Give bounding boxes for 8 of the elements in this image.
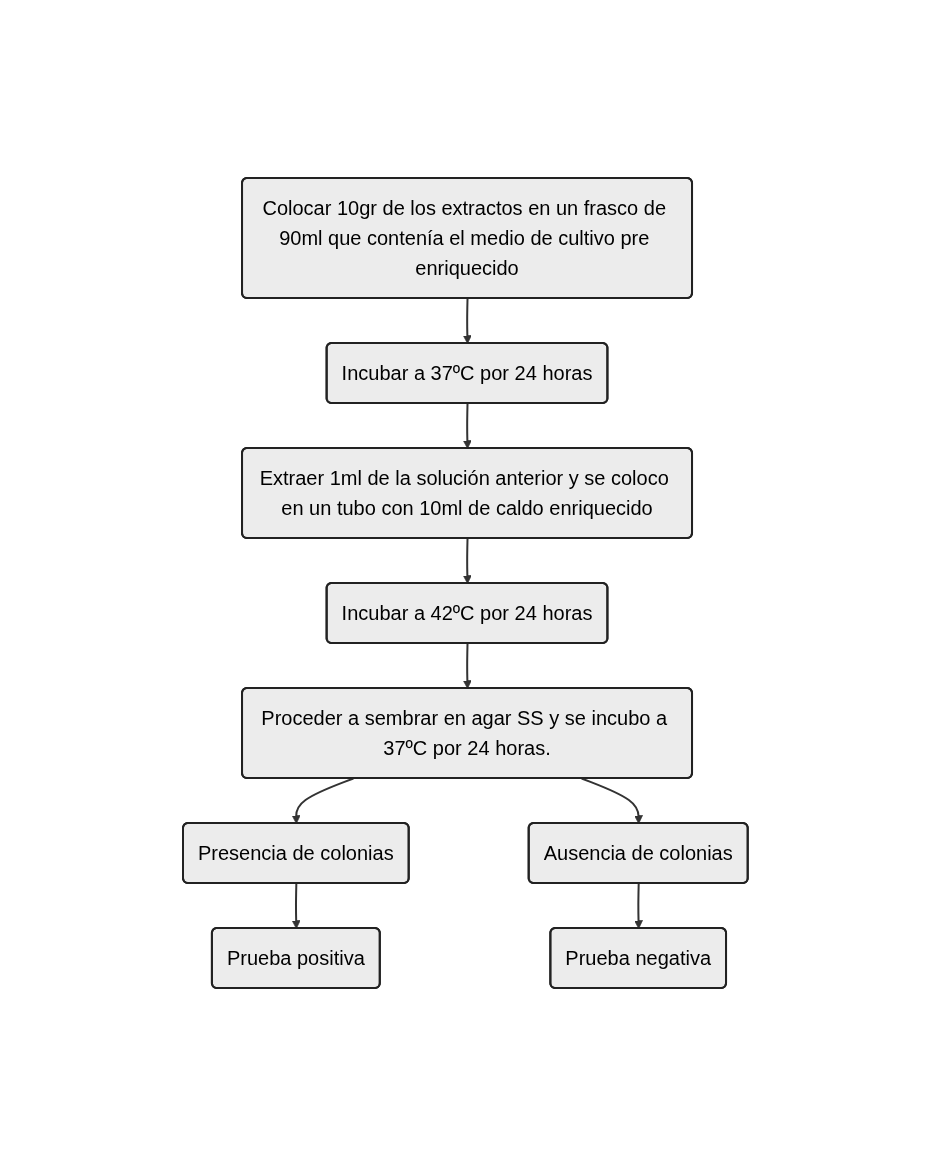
arrow (291, 882, 301, 929)
arrow (462, 537, 472, 584)
arrow (462, 642, 472, 689)
arrow (291, 777, 355, 824)
arrow (462, 297, 472, 344)
arrow (633, 882, 643, 929)
arrow (462, 402, 472, 449)
arrow (580, 777, 643, 824)
